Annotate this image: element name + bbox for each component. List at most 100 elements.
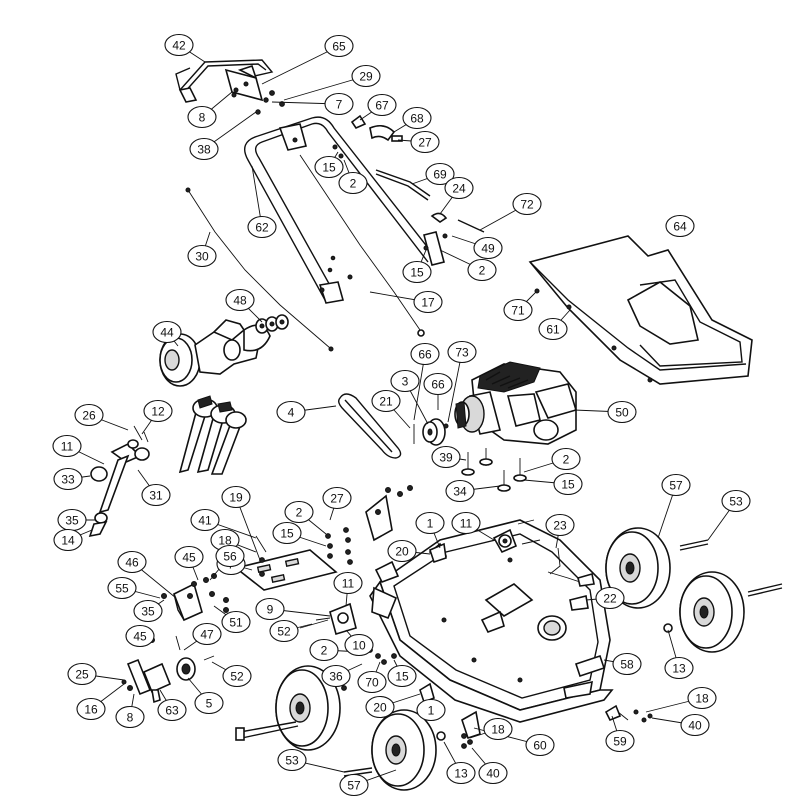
bolt-59: [604, 704, 653, 723]
lever-parts-67-68-69: [332, 114, 485, 251]
callout-22: 22: [595, 586, 625, 610]
callout-leader-line: [283, 75, 367, 101]
engine-pulley-3: [413, 418, 449, 446]
wheel-front-right: [605, 527, 709, 609]
callout-bubble: [664, 656, 694, 680]
callout-15: 15: [272, 521, 302, 545]
callout-number: 15: [280, 527, 294, 541]
callout-16: 16: [76, 697, 106, 721]
callout-number: 64: [673, 220, 687, 234]
callout-number: 23: [553, 519, 567, 533]
callout-number: 47: [200, 628, 214, 642]
callout-bubble: [410, 130, 440, 154]
callout-bubble: [665, 214, 695, 238]
callout-number: 48: [233, 294, 247, 308]
callout-bubble: [324, 34, 354, 58]
callout-bubble: [553, 472, 583, 496]
callout-number: 15: [395, 670, 409, 684]
callout-59: 59: [605, 729, 635, 753]
callout-30: 30: [187, 244, 217, 268]
callout-19: 19: [221, 485, 251, 509]
callout-bubble: [413, 290, 443, 314]
callout-27: 27: [322, 486, 352, 510]
callout-2: 2: [284, 500, 314, 524]
callout-bubble: [284, 500, 314, 524]
callout-bubble: [133, 599, 163, 623]
callout-bubble: [551, 447, 581, 471]
callout-bubble: [473, 236, 503, 260]
callout-number: 72: [520, 198, 534, 212]
callout-number: 25: [75, 668, 89, 682]
callout-number: 2: [321, 644, 328, 658]
callout-number: 9: [267, 603, 274, 617]
pivot-bracket-31: [88, 425, 150, 538]
upper-handle-bar: [175, 59, 274, 103]
callout-53: 53: [721, 489, 751, 513]
callout-bubble: [221, 485, 251, 509]
callout-number: 55: [115, 582, 129, 596]
callout-number: 15: [322, 161, 336, 175]
callout-number: 52: [277, 625, 291, 639]
washers-48: [255, 314, 289, 334]
callout-26: 26: [74, 403, 104, 427]
callout-bubble: [76, 697, 106, 721]
callout-50: 50: [607, 400, 637, 424]
callout-bubble: [339, 773, 369, 797]
callout-bubble: [446, 761, 476, 785]
callout-bubble: [538, 317, 568, 341]
callout-bubble: [189, 137, 219, 161]
callout-18: 18: [483, 717, 513, 741]
callout-number: 62: [255, 221, 269, 235]
callout-bubble: [107, 576, 137, 600]
callout-number: 49: [481, 242, 495, 256]
callout-10: 10: [344, 633, 374, 657]
callout-number: 22: [603, 592, 617, 606]
callout-1: 1: [416, 698, 446, 722]
callout-number: 59: [613, 735, 627, 749]
callout-bubble: [255, 597, 285, 621]
callout-number: 33: [61, 473, 75, 487]
bearing-housing-11: [492, 519, 541, 554]
callout-number: 57: [669, 479, 683, 493]
callout-number: 19: [229, 491, 243, 505]
callout-9: 9: [255, 597, 285, 621]
callout-bubble: [390, 369, 420, 393]
callout-11: 11: [451, 511, 481, 535]
callout-bubble: [152, 320, 182, 344]
small-fasteners-top: [231, 90, 285, 115]
callout-bubble: [410, 342, 440, 366]
callout-1: 1: [415, 511, 445, 535]
callout-40: 40: [478, 761, 508, 785]
callout-bubble: [53, 467, 83, 491]
callout-number: 27: [418, 136, 432, 150]
callout-15: 15: [553, 472, 583, 496]
callout-20: 20: [387, 539, 417, 563]
callout-bubble: [425, 162, 455, 186]
callout-bubble: [125, 624, 155, 648]
callout-bubble: [192, 622, 222, 646]
callout-bubble: [402, 106, 432, 130]
callout-bubble: [67, 662, 97, 686]
belt-cover-guard: [528, 235, 753, 385]
callout-5: 5: [194, 691, 224, 715]
callout-leader-line: [261, 45, 340, 85]
callout-number: 13: [454, 767, 468, 781]
callout-bubble: [478, 761, 508, 785]
fastener-stack-center: [259, 527, 353, 577]
callout-14: 14: [53, 528, 83, 552]
callout-bubble: [512, 192, 542, 216]
callout-bubble: [367, 93, 397, 117]
control-cable-17: [299, 154, 425, 337]
callout-2: 2: [467, 258, 497, 282]
wheel-rear-right: [663, 571, 783, 653]
callout-61: 61: [538, 317, 568, 341]
callout-31: 31: [141, 483, 171, 507]
callout-7: 7: [324, 92, 354, 116]
callout-64: 64: [665, 214, 695, 238]
callout-bubble: [321, 664, 351, 688]
callout-number: 44: [160, 326, 174, 340]
callout-bubble: [525, 733, 555, 757]
callout-21: 21: [371, 389, 401, 413]
main-handle-frame: [244, 116, 445, 304]
